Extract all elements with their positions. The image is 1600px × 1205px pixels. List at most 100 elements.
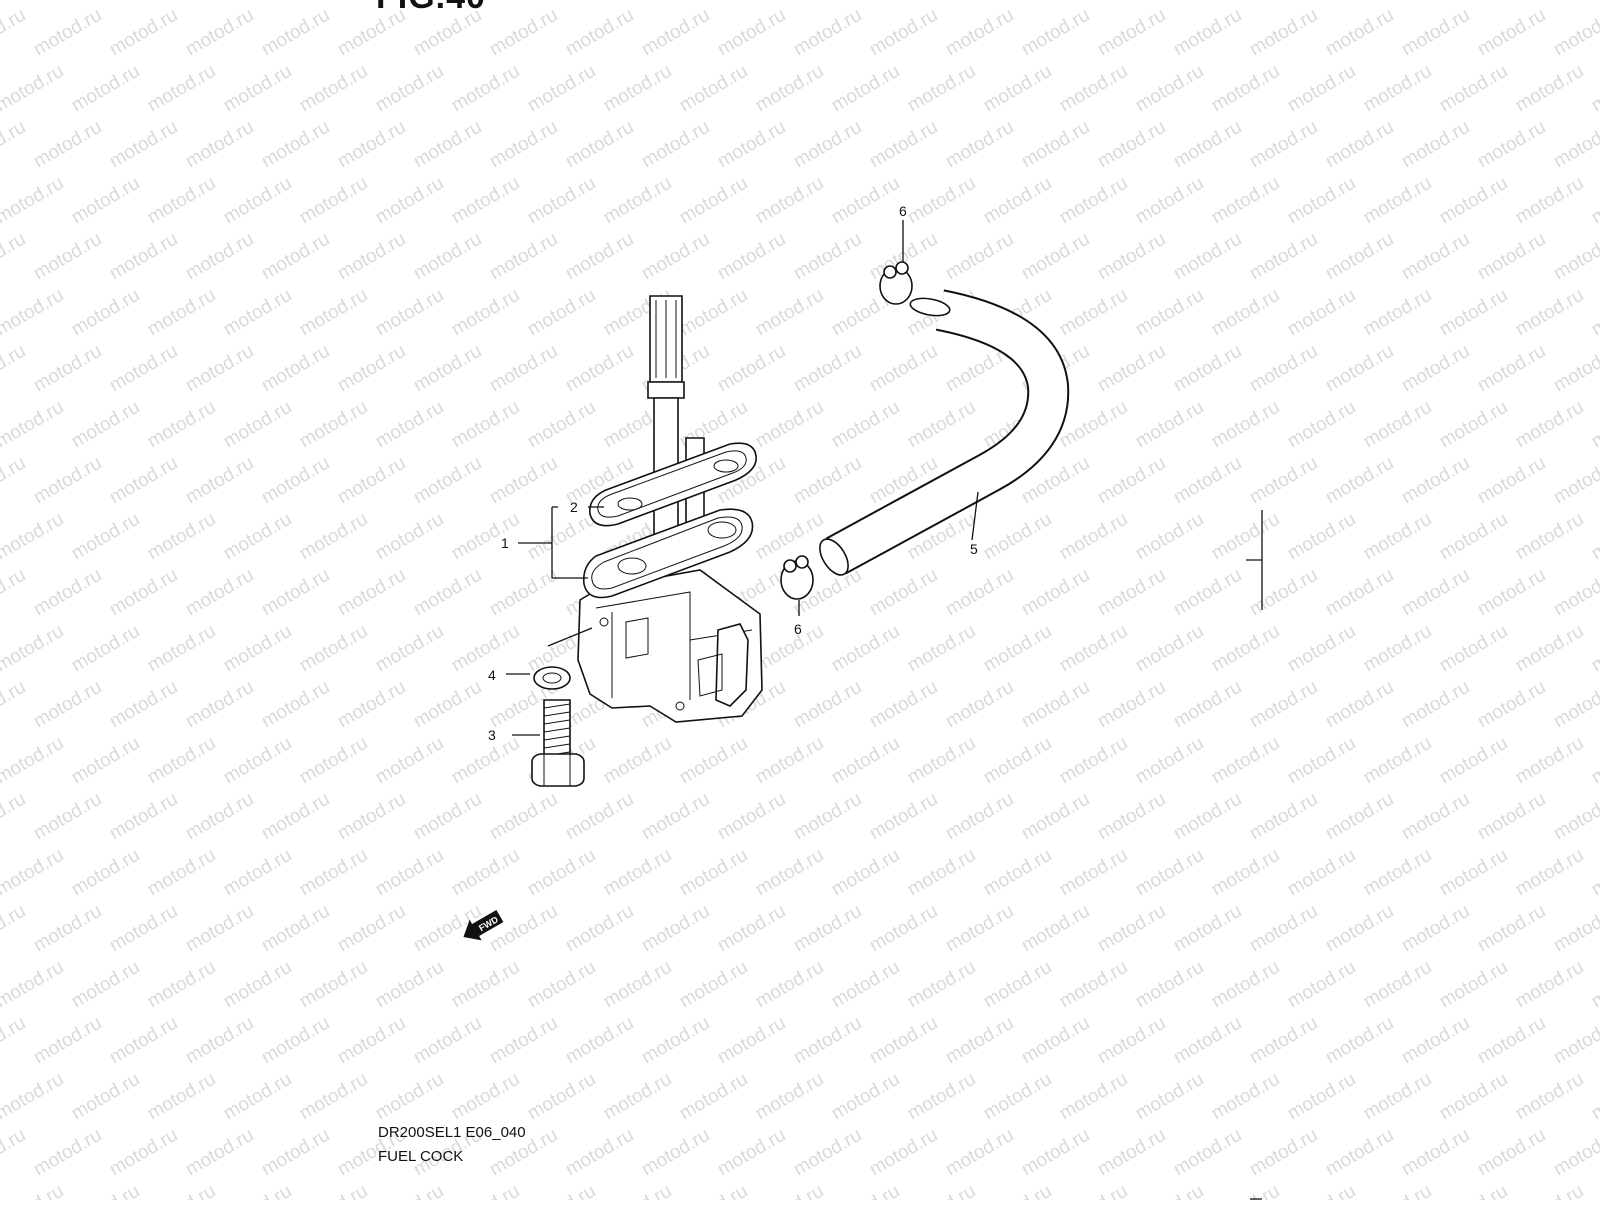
watermark-text: motod.ru <box>372 845 447 901</box>
watermark-text: motod.ru <box>1474 677 1549 733</box>
watermark-text: motod.ru <box>410 789 485 845</box>
watermark-text: motod.ru <box>1322 789 1397 845</box>
watermark-text: motod.ru <box>562 117 637 173</box>
watermark-text: motod.ru <box>1398 229 1473 285</box>
watermark-text: motod.ru <box>562 901 637 957</box>
part-name: FUEL COCK <box>378 1148 464 1165</box>
watermark-text: motod.ru <box>448 957 523 1013</box>
watermark-text: motod.ru <box>1246 453 1321 509</box>
watermark-text: motod.ru <box>1436 1069 1511 1125</box>
watermark-text: motod.ru <box>106 677 181 733</box>
watermark-text: motod.ru <box>296 61 371 117</box>
washer-part-4 <box>533 666 571 690</box>
fuel-hose-part-5 <box>819 289 1070 576</box>
watermark-text: motod.ru <box>904 1069 979 1125</box>
watermark-text: motod.ru <box>752 1069 827 1125</box>
watermark-text: motod.ru <box>220 733 295 789</box>
watermark-text: motod.ru <box>68 621 143 677</box>
watermark-text: motod.ru <box>942 1013 1017 1069</box>
watermark-text: motod.ru <box>1056 509 1131 565</box>
watermark-text: motod.ru <box>448 509 523 565</box>
watermark-text: motod.ru <box>220 1069 295 1125</box>
watermark-text: motod.ru <box>1284 1069 1359 1125</box>
watermark-text: motod.ru <box>980 173 1055 229</box>
watermark-text: motod.ru <box>790 1125 865 1181</box>
watermark-text: motod.ru <box>0 733 67 789</box>
watermark-text: motod.ru <box>1588 397 1600 453</box>
watermark-text: motod.ru <box>1512 1181 1587 1200</box>
watermark-text: motod.ru <box>1170 5 1245 61</box>
watermark-text: motod.ru <box>562 1125 637 1181</box>
watermark-text: motod.ru <box>1094 789 1169 845</box>
watermark-text: motod.ru <box>676 733 751 789</box>
watermark-text: motod.ru <box>1474 901 1549 957</box>
watermark-text: motod.ru <box>1512 1069 1587 1125</box>
watermark-text: motod.ru <box>486 1013 561 1069</box>
watermark-text: motod.ru <box>1550 5 1600 61</box>
watermark-text: motod.ru <box>562 789 637 845</box>
watermark-text: motod.ru <box>372 173 447 229</box>
watermark-text: motod.ru <box>714 117 789 173</box>
watermark-text: motod.ru <box>334 117 409 173</box>
watermark-text: motod.ru <box>486 229 561 285</box>
watermark-text: motod.ru <box>334 453 409 509</box>
watermark-text: motod.ru <box>1132 621 1207 677</box>
watermark-text: motod.ru <box>1284 285 1359 341</box>
watermark-text: motod.ru <box>1056 1181 1131 1200</box>
watermark-text: motod.ru <box>942 565 1017 621</box>
watermark-text: motod.ru <box>1094 901 1169 957</box>
watermark-text: motod.ru <box>1360 1181 1435 1200</box>
watermark-text: motod.ru <box>1284 621 1359 677</box>
watermark-text: motod.ru <box>904 173 979 229</box>
watermark-text: motod.ru <box>524 397 599 453</box>
watermark-text: motod.ru <box>828 173 903 229</box>
watermark-text: motod.ru <box>600 173 675 229</box>
watermark-text: motod.ru <box>1170 677 1245 733</box>
watermark-text: motod.ru <box>258 789 333 845</box>
watermark-text: motod.ru <box>1360 285 1435 341</box>
watermark-text: motod.ru <box>220 397 295 453</box>
watermark-text: motod.ru <box>638 901 713 957</box>
watermark-text: motod.ru <box>562 341 637 397</box>
watermark-text: motod.ru <box>1360 509 1435 565</box>
watermark-text: motod.ru <box>562 1013 637 1069</box>
watermark-text: motod.ru <box>676 61 751 117</box>
watermark-text: motod.ru <box>638 1013 713 1069</box>
watermark-text: motod.ru <box>144 397 219 453</box>
watermark-text: motod.ru <box>714 789 789 845</box>
watermark-text: motod.ru <box>1246 229 1321 285</box>
watermark-text: motod.ru <box>790 1013 865 1069</box>
watermark-text: motod.ru <box>1474 565 1549 621</box>
watermark-text: motod.ru <box>1588 285 1600 341</box>
watermark-text: motod.ru <box>1094 5 1169 61</box>
watermark-text: motod.ru <box>106 901 181 957</box>
watermark-text: motod.ru <box>1360 173 1435 229</box>
watermark-text: motod.ru <box>0 0 67 4</box>
watermark-text: motod.ru <box>1132 61 1207 117</box>
watermark-text: motod.ru <box>1284 0 1359 4</box>
watermark-text: motod.ru <box>1436 0 1511 4</box>
watermark-text: motod.ru <box>258 341 333 397</box>
watermark-text: motod.ru <box>106 789 181 845</box>
watermark-text: motod.ru <box>30 341 105 397</box>
watermark-text: motod.ru <box>676 845 751 901</box>
watermark-text: motod.ru <box>410 1013 485 1069</box>
watermark-text: motod.ru <box>0 341 29 397</box>
watermark-text: motod.ru <box>752 957 827 1013</box>
watermark-text: motod.ru <box>524 509 599 565</box>
watermark-text: motod.ru <box>1436 733 1511 789</box>
watermark-text: motod.ru <box>68 285 143 341</box>
watermark-text: motod.ru <box>1550 789 1600 845</box>
watermark-text: motod.ru <box>258 565 333 621</box>
watermark-text: motod.ru <box>1360 957 1435 1013</box>
watermark-text: motod.ru <box>790 901 865 957</box>
watermark-text: motod.ru <box>1056 61 1131 117</box>
watermark-text: motod.ru <box>752 1181 827 1200</box>
watermark-text: motod.ru <box>1132 733 1207 789</box>
watermark-text: motod.ru <box>106 117 181 173</box>
watermark-text: motod.ru <box>68 733 143 789</box>
watermark-text: motod.ru <box>372 1181 447 1200</box>
watermark-text: motod.ru <box>866 341 941 397</box>
